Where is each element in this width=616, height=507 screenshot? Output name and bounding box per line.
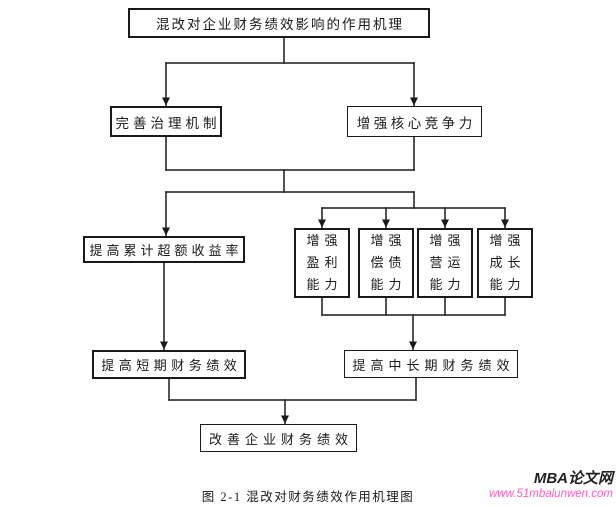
figure-caption: 图 2-1 混改对财务绩效作用机理图 bbox=[201, 490, 415, 504]
node-overall-label: 改善企业财务绩效 bbox=[208, 431, 353, 447]
node-root-mechanism: 混改对企业财务绩效影响的作用机理 bbox=[128, 8, 430, 38]
node-operation-capability: 增强 营运 能力 bbox=[417, 228, 473, 298]
node-solvency-label: 增强 偿债 能力 bbox=[370, 233, 407, 292]
node-short-term-label: 提高短期财务绩效 bbox=[101, 358, 242, 373]
node-growth-label: 增强 成长 能力 bbox=[489, 233, 526, 292]
watermark-site-url: www.51mbalunwen.com bbox=[488, 487, 613, 500]
node-mid-long-term-performance: 提高中长期财务绩效 bbox=[344, 350, 518, 378]
node-profitability: 增强 盈利 能力 bbox=[294, 228, 350, 298]
node-improve-governance: 完善治理机制 bbox=[110, 106, 222, 137]
node-solvency: 增强 偿债 能力 bbox=[358, 228, 414, 298]
node-competitiveness-label: 增强核心竞争力 bbox=[356, 115, 476, 131]
node-cumulative-excess-return: 提高累计超额收益率 bbox=[83, 236, 245, 263]
node-growth-capability: 增强 成长 能力 bbox=[477, 228, 533, 298]
node-operation-label: 增强 营运 能力 bbox=[429, 233, 466, 292]
node-core-competitiveness: 增强核心竞争力 bbox=[347, 106, 482, 137]
node-root-label: 混改对企业财务绩效影响的作用机理 bbox=[156, 17, 404, 32]
node-overall-performance: 改善企业财务绩效 bbox=[200, 424, 357, 452]
watermark: MBA论文网 www.51mbalunwen.com bbox=[488, 470, 613, 500]
node-cumulative-label: 提高累计超额收益率 bbox=[89, 243, 243, 258]
node-profitability-label: 增强 盈利 能力 bbox=[306, 233, 343, 292]
node-short-term-performance: 提高短期财务绩效 bbox=[92, 350, 246, 379]
node-mid-long-term-label: 提高中长期财务绩效 bbox=[352, 357, 515, 373]
watermark-site-name: MBA论文网 bbox=[533, 470, 613, 487]
node-governance-label: 完善治理机制 bbox=[115, 115, 221, 131]
